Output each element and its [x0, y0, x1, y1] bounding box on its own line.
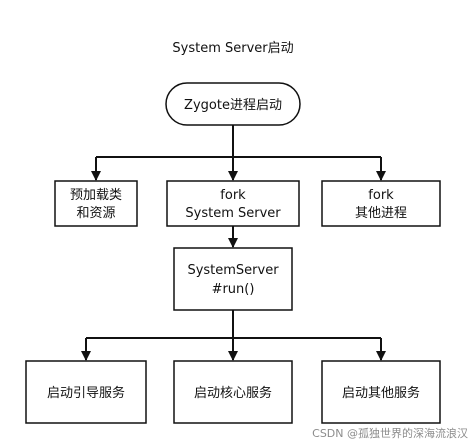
connectors [81, 125, 386, 361]
diagram-title: System Server启动 [172, 41, 293, 56]
node-preload-shape [54, 180, 138, 227]
node-fork-other-label-line2: 其他进程 [355, 206, 407, 221]
node-system-server-run-shape [173, 247, 293, 311]
node-preload-label-line1: 预加载类 [70, 188, 122, 203]
node-preload: 预加载类 和资源 [54, 180, 138, 227]
node-boot-services-label: 启动引导服务 [47, 385, 125, 401]
node-boot-services: 启动引导服务 [25, 360, 147, 424]
watermark: CSDN @孤独世界的深海流浪汉 [312, 426, 468, 440]
node-system-server-run-label-line2: #run() [212, 282, 255, 297]
node-zygote-shape [165, 82, 301, 126]
node-fork-other: fork 其他进程 [321, 180, 441, 227]
node-fork-system-server-shape [166, 180, 300, 227]
node-system-server-run-label-line1: SystemServer [187, 263, 279, 278]
node-core-services-shape [173, 360, 293, 424]
node-core-services: 启动核心服务 [173, 360, 293, 424]
node-zygote: Zygote进程启动 [165, 82, 301, 126]
node-other-services: 启动其他服务 [321, 360, 441, 424]
node-core-services-label: 启动核心服务 [194, 385, 272, 401]
node-fork-other-shape [321, 180, 441, 227]
node-other-services-shape [321, 360, 441, 424]
node-fork-system-server: fork System Server [166, 180, 300, 227]
node-preload-label-line2: 和资源 [76, 206, 115, 221]
node-other-services-label: 启动其他服务 [342, 385, 420, 401]
node-boot-services-shape [25, 360, 147, 424]
node-fork-system-server-label-line1: fork [220, 188, 246, 203]
node-fork-other-label-line1: fork [368, 188, 394, 203]
node-system-server-run: SystemServer #run() [173, 247, 293, 311]
node-zygote-label: Zygote进程启动 [184, 98, 282, 113]
node-fork-system-server-label-line2: System Server [185, 206, 281, 221]
